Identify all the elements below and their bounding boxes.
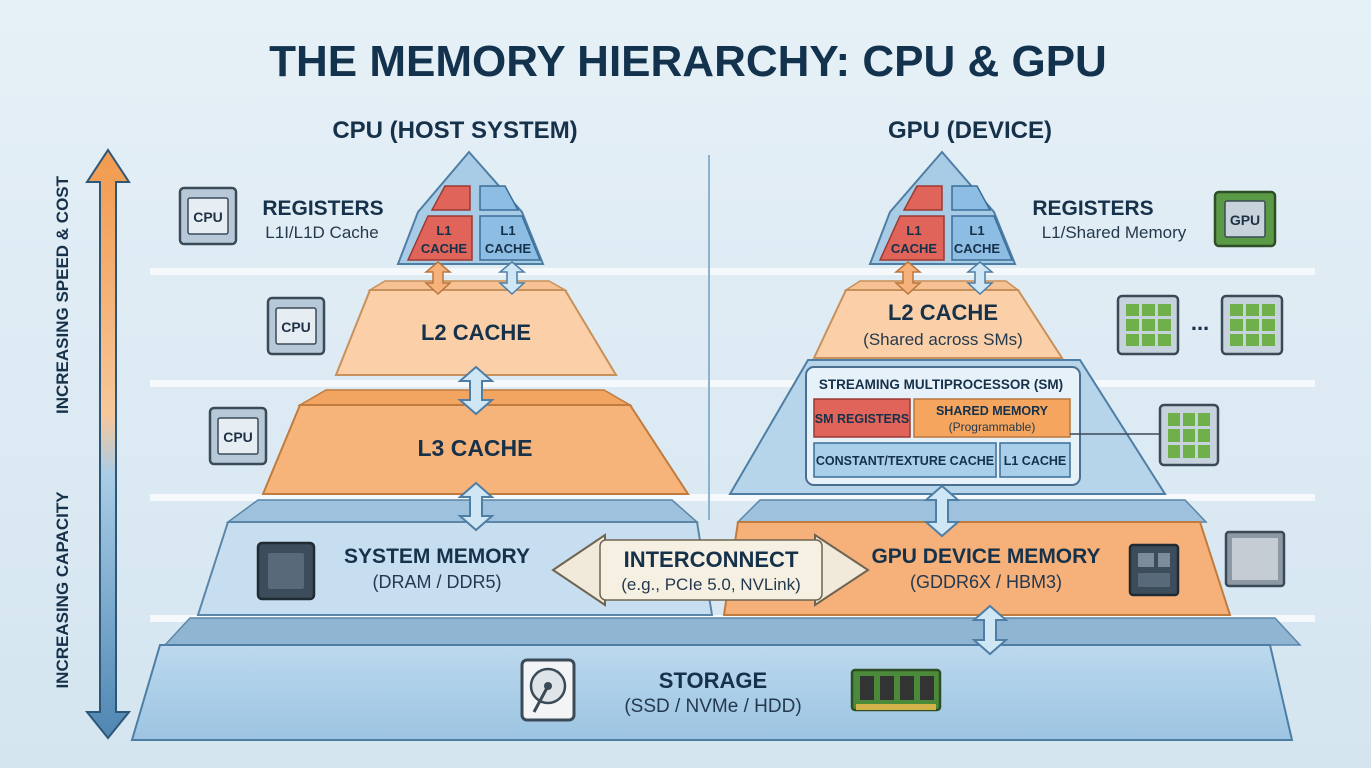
gpu-heading: GPU (DEVICE) (888, 117, 1052, 144)
cpu-l2-label: L2 CACHE (421, 320, 531, 345)
axis-bottom-label: INCREASING CAPACITY (53, 491, 72, 689)
gpu-memory-sub: (GDDR6X / HBM3) (910, 572, 1062, 592)
interconnect-arrow: INTERCONNECT (e.g., PCIe 5.0, NVLink) (551, 533, 870, 607)
cpu-l1-right-block (479, 215, 542, 261)
constant-texture-cache-block (813, 442, 997, 478)
sm-l1-cache-block (999, 442, 1071, 478)
cpu-l3-label: L3 CACHE (417, 435, 532, 461)
gpu-chip-icon: GPU (1213, 190, 1277, 248)
gpu-l2-label: L2 CACHE (888, 300, 998, 325)
cpu-chip-icon-l2: CPU (266, 296, 326, 356)
page-title: THE MEMORY HIERARCHY: CPU & GPU (269, 37, 1107, 86)
sm-grid-icon-left (1116, 294, 1180, 356)
svg-text:CPU: CPU (281, 319, 311, 335)
axis-top-label: INCREASING SPEED & COST (53, 175, 72, 414)
storage-level: STORAGE (SSD / NVMe / HDD) (130, 617, 1302, 741)
cpu-l1-desc: L1I/L1D Cache (265, 223, 378, 242)
cpu-chip-icon-registers: CPU (178, 186, 238, 246)
gpu-level-arrows (893, 261, 1009, 656)
cpu-pyramid: SYSTEM MEMORY (DRAM / DDR5) L3 CACHE L2 … (196, 150, 714, 616)
svg-text:L1: L1 (906, 223, 921, 238)
cpu-chip-icon-l3: CPU (208, 406, 268, 466)
storage-sub: (SSD / NVMe / HDD) (624, 696, 801, 717)
sm-title: STREAMING MULTIPROCESSOR (SM) (819, 377, 1063, 392)
svg-text:L1: L1 (436, 223, 451, 238)
sm-ellipsis: ... (1191, 310, 1209, 335)
svg-text:CACHE: CACHE (485, 241, 532, 256)
gpu-registers-label: REGISTERS (1032, 197, 1153, 220)
svg-text:(Programmable): (Programmable) (949, 420, 1036, 434)
interconnect-label: INTERCONNECT (624, 547, 799, 572)
sm-registers-block (813, 398, 911, 438)
svg-text:GPU: GPU (1230, 212, 1260, 228)
cpu-heading: CPU (HOST SYSTEM) (332, 117, 577, 144)
memory-chip-icon (256, 541, 316, 601)
interconnect-sub: (e.g., PCIe 5.0, NVLink) (621, 575, 801, 594)
storage-label: STORAGE (659, 668, 767, 693)
cpu-registers-label: REGISTERS (262, 197, 383, 220)
gpu-l1-left-block (878, 215, 945, 261)
svg-text:CACHE: CACHE (421, 241, 468, 256)
system-memory-sub: (DRAM / DDR5) (373, 572, 502, 592)
svg-text:SM REGISTERS: SM REGISTERS (815, 412, 909, 426)
svg-text:SHARED MEMORY: SHARED MEMORY (936, 404, 1049, 418)
system-memory-label: SYSTEM MEMORY (344, 545, 530, 568)
gpu-memory-board-icon (1128, 543, 1180, 597)
svg-text:CPU: CPU (193, 209, 223, 225)
gpu-l1-right-block (951, 215, 1014, 261)
gpu-l1-desc: L1/Shared Memory (1042, 223, 1187, 242)
svg-text:CACHE: CACHE (954, 241, 1001, 256)
cpu-level-arrows (423, 261, 527, 532)
sm-grid-icon-detail (1158, 403, 1220, 467)
cpu-l1-left-block (406, 215, 473, 261)
svg-text:CPU: CPU (223, 429, 253, 445)
svg-text:L1: L1 (500, 223, 515, 238)
streaming-multiprocessor-box: STREAMING MULTIPROCESSOR (SM) SM REGISTE… (805, 366, 1081, 486)
gpu-pyramid: GPU DEVICE MEMORY (GDDR6X / HBM3) L2 CAC… (722, 150, 1232, 616)
speed-capacity-axis: INCREASING SPEED & COST INCREASING CAPAC… (53, 148, 132, 740)
svg-text:L1 CACHE: L1 CACHE (1004, 454, 1067, 468)
ram-module-icon (850, 668, 942, 712)
shared-memory-block (913, 398, 1071, 438)
gpu-l2-sub: (Shared across SMs) (863, 330, 1023, 349)
sm-grid-icon-right (1220, 294, 1284, 356)
svg-text:CONSTANT/TEXTURE CACHE: CONSTANT/TEXTURE CACHE (816, 454, 994, 468)
svg-text:L1: L1 (969, 223, 984, 238)
memory-die-icon (1224, 530, 1286, 588)
hard-drive-icon (520, 658, 576, 722)
svg-text:CACHE: CACHE (891, 241, 938, 256)
gpu-memory-label: GPU DEVICE MEMORY (871, 545, 1100, 568)
